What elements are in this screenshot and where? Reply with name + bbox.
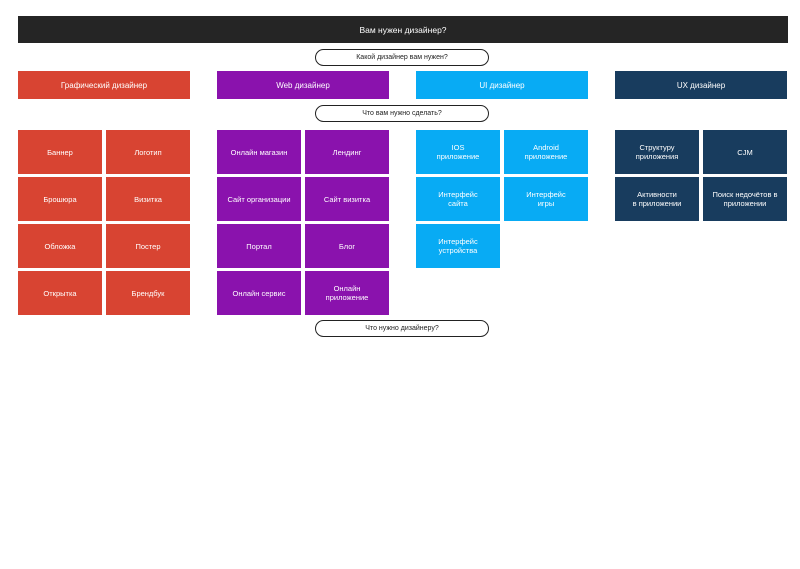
tile-poster[interactable]: Постер xyxy=(106,224,190,268)
tile-portal[interactable]: Портал xyxy=(217,224,301,268)
tile-business-card-site[interactable]: Сайт визитка xyxy=(305,177,389,221)
tile-brandbook[interactable]: Брендбук xyxy=(106,271,190,315)
tile-banner[interactable]: Баннер xyxy=(18,130,102,174)
tile-company-site[interactable]: Сайт организации xyxy=(217,177,301,221)
tile-cjm[interactable]: CJM xyxy=(703,130,787,174)
tile-cover[interactable]: Обложка xyxy=(18,224,102,268)
tile-site-interface[interactable]: Интерфейс сайта xyxy=(416,177,500,221)
question-which-designer[interactable]: Какой дизайнер вам нужен? xyxy=(315,49,489,66)
category-web-designer[interactable]: Web дизайнер xyxy=(217,71,389,99)
tile-device-interface[interactable]: Интерфейс устройства xyxy=(416,224,500,268)
tile-app-issue-search[interactable]: Поиск недочётов в приложении xyxy=(703,177,787,221)
tile-online-service[interactable]: Онлайн сервис xyxy=(217,271,301,315)
tile-online-app[interactable]: Онлайн приложение xyxy=(305,271,389,315)
tile-game-interface[interactable]: Интерфейс игры xyxy=(504,177,588,221)
question-what-designer-needs[interactable]: Что нужно дизайнеру? xyxy=(315,320,489,337)
tile-postcard[interactable]: Открытка xyxy=(18,271,102,315)
tile-business-card[interactable]: Визитка xyxy=(106,177,190,221)
tile-online-store[interactable]: Онлайн магазин xyxy=(217,130,301,174)
category-ux-designer[interactable]: UX дизайнер xyxy=(615,71,787,99)
tile-landing[interactable]: Лендинг xyxy=(305,130,389,174)
question-what-to-do[interactable]: Что вам нужно сделать? xyxy=(315,105,489,122)
tile-brochure[interactable]: Брошюра xyxy=(18,177,102,221)
page-header: Вам нужен дизайнер? xyxy=(18,16,788,43)
tile-ios-app[interactable]: IOS приложение xyxy=(416,130,500,174)
tile-logo[interactable]: Логотип xyxy=(106,130,190,174)
tile-android-app[interactable]: Android приложение xyxy=(504,130,588,174)
tile-app-activities[interactable]: Активности в приложении xyxy=(615,177,699,221)
tile-app-structure[interactable]: Структуру приложения xyxy=(615,130,699,174)
category-graphic-designer[interactable]: Графический дизайнер xyxy=(18,71,190,99)
tile-blog[interactable]: Блог xyxy=(305,224,389,268)
category-ui-designer[interactable]: UI дизайнер xyxy=(416,71,588,99)
